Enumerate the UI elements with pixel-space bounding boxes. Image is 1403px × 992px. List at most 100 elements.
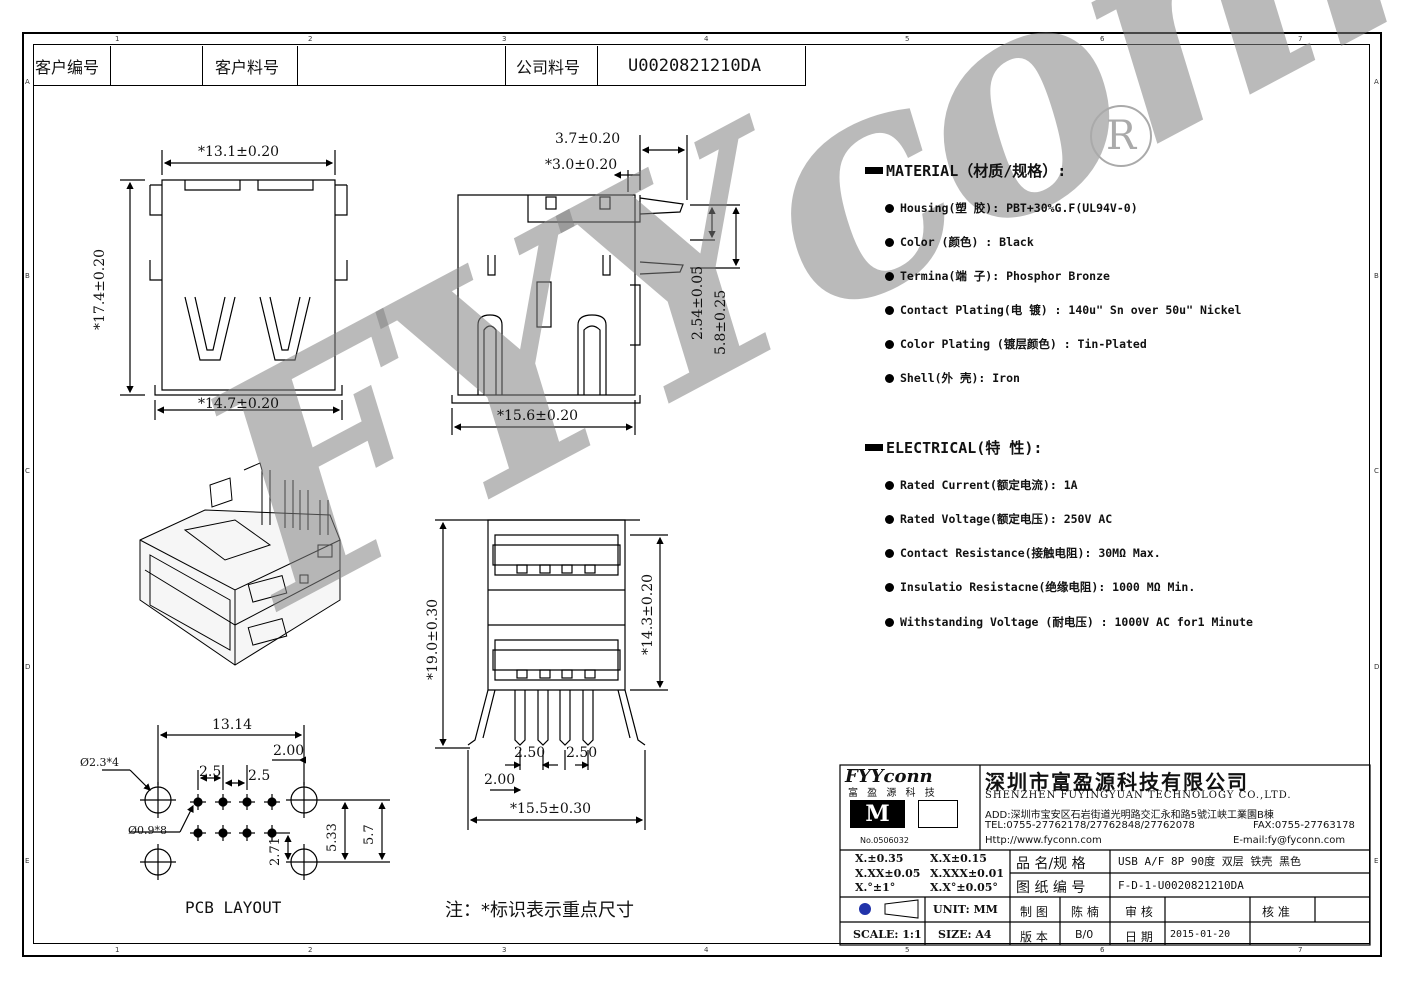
dim-pcb-hole-small: Ø0.9*8 [128,824,168,837]
tolerance-3: X.XX±0.05 [855,867,921,880]
dim-pcb-v2: 5.33 [325,823,340,852]
zone-row-c: C [25,467,30,475]
zone-col-1: 1 [115,35,120,43]
zone-col-6-bottom: 6 [1100,946,1105,954]
key-dimension-note: 注：*标识表示重点尺寸 [445,900,634,921]
customer-part-label: 客户料号 [203,46,298,86]
company-address: ADD:深圳市宝安区石岩街道光明路交汇永和路5號江峡工業園B棟 [985,810,1274,821]
zone-col-4-bottom: 4 [704,946,709,954]
electrical-item: Rated Voltage(额定电压): 250V AC [885,511,1112,527]
company-http: Http://www.fyconn.com [985,835,1102,846]
drawn-label: 制 图 [1020,905,1048,919]
dim-side-top1: 3.7±0.20 [555,131,621,147]
zone-row-d-right: D [1374,663,1380,671]
drawn-value: 陈 楠 [1071,905,1099,919]
material-bar-icon [865,167,883,174]
zone-row-b: B [25,272,30,280]
material-item: Housing(塑 胶): PBT+30%G.F(UL94V-0) [885,200,1138,216]
title-block-lines [839,764,1371,946]
drawing-no-value: F-D-1-U0020821210DA [1118,879,1244,892]
dim-side-top2: *3.0±0.20 [545,157,618,173]
company-tel: TEL:0755-27762178/27762848/27762078 [985,820,1195,831]
scale-label: SCALE: 1:1 [853,928,922,941]
drawing-frame-inner [33,44,1370,944]
bullet-icon [885,306,894,315]
bullet-icon [885,204,894,213]
company-name-en: SHENZHEN FUYINGYUAN TECHNOLOGY CO.,LTD. [985,790,1292,801]
customer-part-value [298,46,506,86]
product-name-label: 品 名/规 格 [1016,856,1086,872]
dim-bottom-pitch1: 2.50 [514,745,546,761]
zone-row-a-right: A [1374,78,1379,86]
drawing-frame-outer [22,32,1382,957]
zone-row-d: D [25,663,31,671]
date-value: 2015-01-20 [1170,929,1231,940]
dim-side-base: *15.6±0.20 [497,408,579,424]
electrical-item: Rated Current(额定电流): 1A [885,477,1078,493]
tolerance-4: X.XXX±0.01 [930,867,1004,880]
electrical-bar-icon [865,444,883,451]
pcb-layout-label: PCB LAYOUT [185,898,282,917]
check-label: 审 核 [1125,905,1153,919]
dim-side-right1: 2.54±0.05 [690,265,706,340]
unit-label: UNIT: MM [933,903,998,916]
version-value: B/0 [1075,928,1094,941]
company-part-label: 公司料号 [506,46,598,86]
cert-number: No.0506032 [860,836,909,845]
drawing-no-label: 图 纸 编 号 [1016,880,1086,896]
zone-col-3: 3 [502,35,507,43]
dim-front-height: *17.4±0.20 [92,248,108,330]
zone-col-1-bottom: 1 [115,946,120,954]
customer-no-label: 客户编号 [33,46,111,86]
tolerance-1: X.±0.35 [855,852,904,865]
version-label: 版 本 [1020,930,1048,944]
zone-col-6: 6 [1100,35,1105,43]
side-view [451,135,740,435]
product-name-value: USB A/F 8P 90度 双层 铁壳 黑色 [1118,855,1301,868]
material-item: Contact Plating(电 镀) : 140u" Sn over 50u… [885,302,1242,318]
zone-col-4: 4 [704,35,709,43]
company-email: E-mail:fy@fyconn.com [1233,835,1346,846]
company-logo-sub: 富 盈 源 科 技 [848,788,938,799]
dim-pcb-offset: 2.00 [273,743,305,759]
zone-row-b-right: B [1374,272,1379,280]
tolerance-6: X.X°±0.05° [930,881,998,894]
dim-bottom-pitch2: 2.50 [566,745,598,761]
ukas-cert-icon [918,800,958,828]
material-item: Shell(外 壳): Iron [885,370,1020,386]
date-label: 日 期 [1125,930,1153,944]
dim-side-right2: 5.8±0.25 [713,289,729,355]
electrical-item: Withstanding Voltage (耐电压) : 1000V AC fo… [885,614,1253,630]
material-title: MATERIAL（材质/规格）: [865,160,1066,181]
material-item: Color (颜色) : Black [885,234,1034,250]
dim-pcb-pitch2: 2.5 [248,768,271,784]
zone-row-c-right: C [1374,467,1379,475]
tolerance-2: X.X±0.15 [930,852,987,865]
bottom-view [435,519,668,830]
zone-col-5: 5 [905,35,910,43]
electrical-item: Insulatio Resistacne(绝缘电阻): 1000 MΩ Min. [885,579,1195,595]
material-item: Color Plating (镀层颜色) : Tin-Plated [885,336,1147,352]
dim-bottom-base: *15.5±0.30 [510,801,592,817]
bullet-icon [885,340,894,349]
dim-pcb-hole-large: Ø2.3*4 [80,756,120,769]
company-logo: FYYconn [845,766,933,787]
dim-pcb-pitch1: 2.5 [199,764,222,780]
dim-bottom-height: *19.0±0.30 [425,598,441,680]
zone-row-a: A [25,78,30,86]
zone-row-e: E [25,857,30,865]
company-part-value: U0020821210DA [598,46,806,86]
zone-col-3-bottom: 3 [502,946,507,954]
isometric-view [139,462,341,666]
customer-no-value [111,46,203,86]
electrical-item: Contact Resistance(接触电阻): 30MΩ Max. [885,545,1161,561]
zone-col-7-bottom: 7 [1298,946,1303,954]
zone-col-2-bottom: 2 [308,946,313,954]
zone-row-e-right: E [1374,857,1379,865]
dim-pcb-v1: 2.71 [268,837,283,866]
dim-bottom-inner: *14.3±0.20 [640,573,656,655]
electrical-title: ELECTRICAL(特 性): [865,437,1042,458]
bullet-icon [885,583,894,592]
bullet-icon [885,481,894,490]
